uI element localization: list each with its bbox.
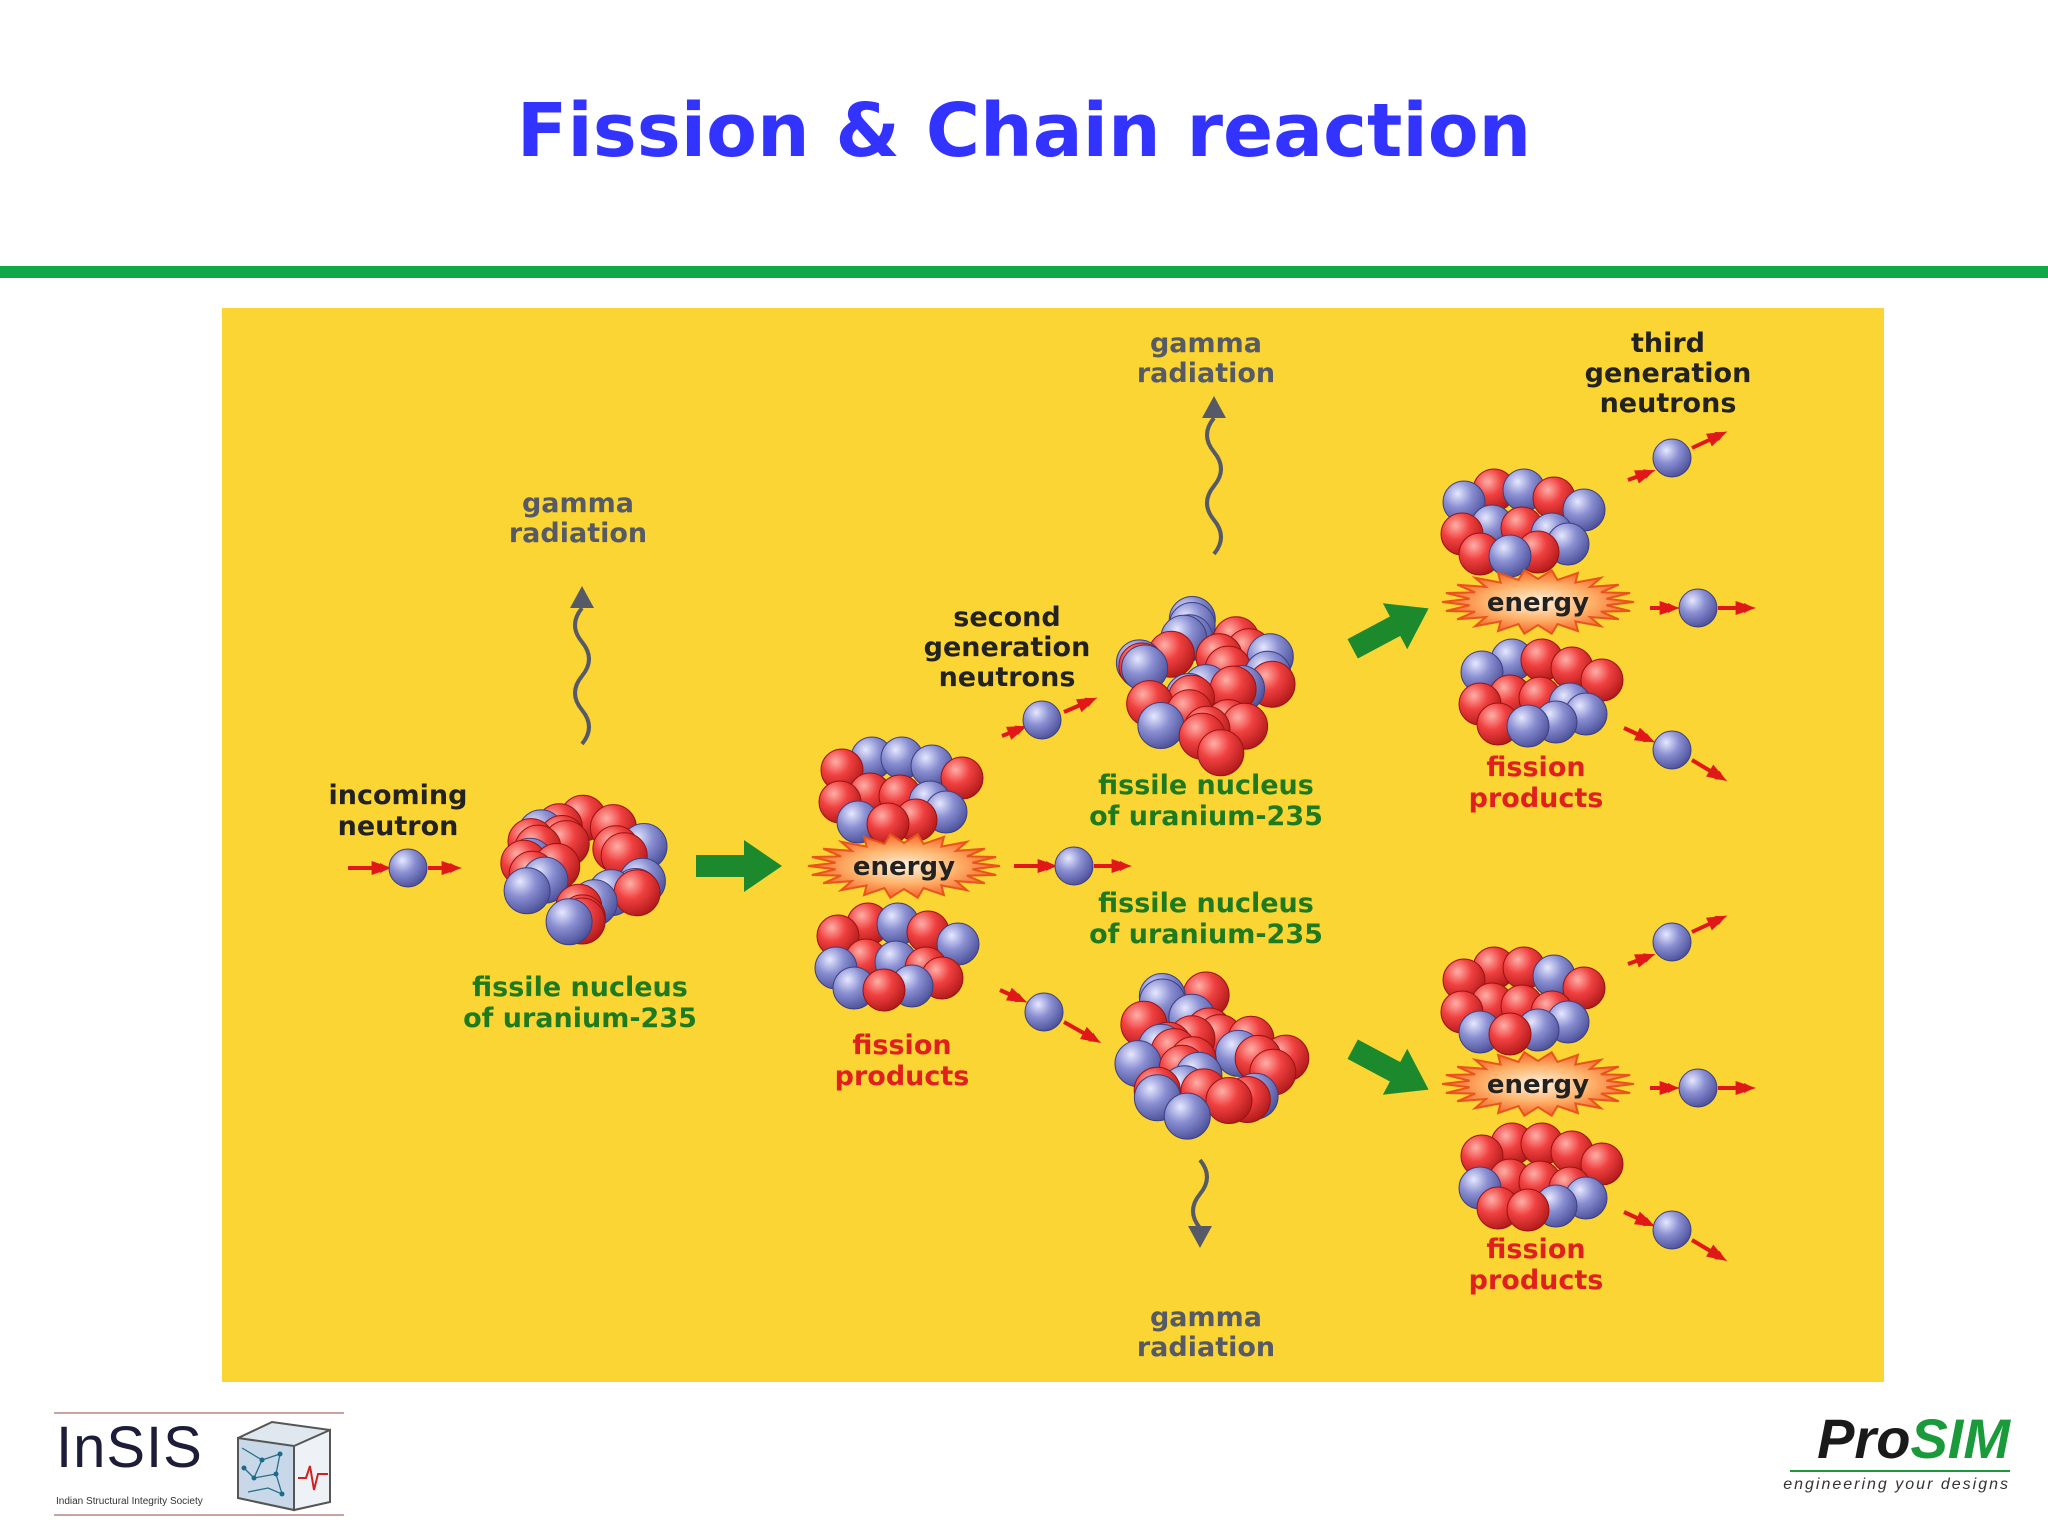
arrow-head <box>1037 859 1058 873</box>
arrow-head <box>371 861 392 875</box>
arrow-head <box>1006 987 1028 1003</box>
slide-title: Fission & Chain reaction <box>516 88 1532 174</box>
insis-top-line <box>54 1412 344 1414</box>
insis-cube-icon <box>237 1420 331 1512</box>
proton-ball <box>862 968 906 1012</box>
third-gen-neutron-1 <box>1652 438 1692 478</box>
third-gen-neutron-6 <box>1652 1210 1692 1250</box>
energy-burst-shape <box>1441 568 1635 636</box>
proton-ball <box>613 869 661 917</box>
energy-label: energy <box>1487 588 1589 618</box>
arrow-head <box>441 861 462 875</box>
arrow-head <box>1735 1081 1756 1095</box>
energy-burst-2: energy <box>1441 568 1635 636</box>
prosim-logo-text: ProSIM <box>1817 1406 2010 1471</box>
proton-ball <box>1488 1012 1532 1056</box>
arrow-head <box>1706 915 1728 931</box>
prosim-logo: ProSIM engineering your designs <box>1780 1406 2010 1498</box>
green-arrow-2 <box>1347 603 1429 659</box>
arrow-head <box>1006 725 1028 740</box>
third-gen-neutron-5 <box>1678 1068 1718 1108</box>
prosim-sim: SIM <box>1910 1407 2010 1470</box>
third-gen-neutron-4 <box>1652 922 1692 962</box>
gamma-arrow-head <box>1202 396 1226 418</box>
arrow-head <box>1706 764 1728 782</box>
arrow-head <box>1634 727 1656 743</box>
gamma-wave-3 <box>1191 1158 1209 1230</box>
second-gen-neutron-2 <box>1054 846 1094 886</box>
energy-label: energy <box>853 852 955 882</box>
second-gen-neutron-1 <box>1022 700 1062 740</box>
fissile-nucleus-2 <box>1115 596 1296 777</box>
neutron-ball <box>545 898 593 946</box>
second-gen-neutron-3 <box>1024 992 1064 1032</box>
green-arrow-3 <box>1347 1039 1429 1095</box>
fission-fragment-1a <box>818 736 984 846</box>
arrow-head <box>1634 469 1656 484</box>
arrow-head <box>1706 1244 1728 1262</box>
third-gen-neutron-2 <box>1678 588 1718 628</box>
neutron-ball <box>1163 1092 1211 1140</box>
green-arrow-shape <box>696 840 782 892</box>
energy-burst-1: energy <box>807 832 1001 900</box>
insis-logo-subtitle: Indian Structural Integrity Society <box>56 1496 203 1507</box>
prosim-underline <box>1790 1470 2010 1472</box>
green-arrow-shape <box>1347 603 1429 659</box>
energy-label: energy <box>1487 1070 1589 1100</box>
proton-ball <box>1205 1077 1253 1124</box>
fission-fragment-1b <box>814 902 980 1012</box>
fissile-nucleus-3 <box>1114 971 1310 1140</box>
energy-burst-shape <box>807 832 1001 900</box>
gamma-arrow-head <box>570 586 594 608</box>
fission-fragment-2b <box>1458 638 1624 748</box>
fission-fragment-3a <box>1440 946 1606 1056</box>
neutron-ball <box>503 867 551 915</box>
energy-burst-shape <box>1441 1050 1635 1118</box>
insis-logo-text: InSIS <box>56 1415 203 1480</box>
energy-burst-3: energy <box>1441 1050 1635 1118</box>
arrow-head <box>1735 601 1756 615</box>
arrow-head <box>1076 697 1098 713</box>
arrow-head <box>1080 1026 1102 1043</box>
gamma-wave-1 <box>573 606 591 746</box>
green-arrow-1 <box>696 840 782 892</box>
arrow-head <box>1659 1081 1680 1095</box>
insis-bottom-line <box>54 1514 344 1516</box>
incoming-neutron <box>388 848 428 888</box>
proton-ball <box>1197 729 1245 777</box>
gamma-arrow-head <box>1188 1226 1212 1248</box>
insis-logo: InSIS Indian Structural Integrity Societ… <box>54 1412 344 1516</box>
green-arrow-shape <box>1347 1039 1429 1095</box>
gamma-wave-2 <box>1205 416 1223 556</box>
diagram-panel <box>222 308 1884 1382</box>
proton-ball <box>1506 1188 1550 1232</box>
arrow-head <box>1111 859 1132 873</box>
neutron-ball <box>1137 702 1185 749</box>
fission-fragment-3b <box>1458 1122 1624 1232</box>
arrow-head <box>1634 953 1656 968</box>
arrow-head <box>1659 601 1680 615</box>
fission-fragment-2a <box>1440 468 1606 578</box>
arrow-head <box>1634 1211 1656 1227</box>
arrow-head <box>1706 431 1728 447</box>
third-gen-neutron-3 <box>1652 730 1692 770</box>
fissile-nucleus-1 <box>500 794 668 946</box>
prosim-pro: Pro <box>1817 1407 1911 1470</box>
title-divider <box>0 266 2048 278</box>
prosim-tagline: engineering your designs <box>1783 1476 2010 1493</box>
neutron-ball <box>1506 704 1550 748</box>
